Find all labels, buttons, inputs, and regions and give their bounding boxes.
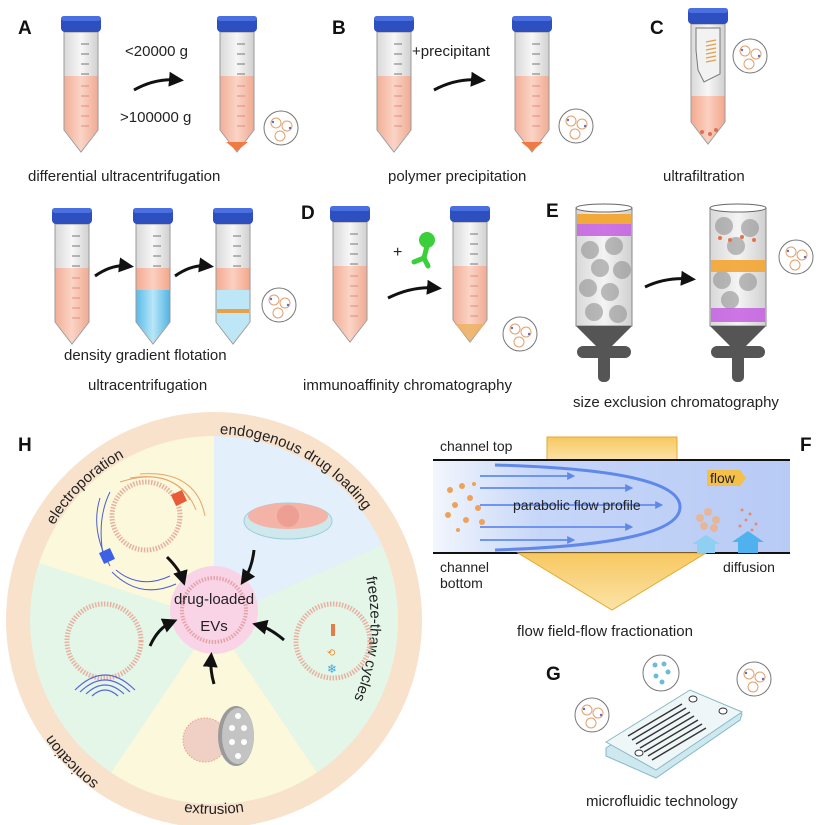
panel-label-b: B <box>332 18 346 39</box>
microfluidic-chip <box>605 689 744 779</box>
tube-before <box>329 205 371 343</box>
center-arrows <box>148 549 285 685</box>
precipitant-label: +precipitant <box>412 43 491 60</box>
panel-label-d: D <box>301 203 315 224</box>
column-before <box>575 203 633 382</box>
panel-label-h: H <box>18 435 32 456</box>
snowflake-icon: ❄ <box>327 662 337 676</box>
caption-density-line2: ultracentrifugation <box>88 377 207 394</box>
panel-label-e: E <box>546 201 559 222</box>
tube-before <box>373 15 415 153</box>
flow-arrow-icon <box>707 470 746 486</box>
tube-after <box>216 15 258 153</box>
caption-d: immunoaffinity chromatography <box>303 377 512 394</box>
arrow-icon <box>174 257 214 278</box>
panel-c: C ultrafiltration <box>650 7 768 185</box>
parabolic-profile-label: parabolic flow profile <box>513 497 641 513</box>
panel-a: A <20000 g >100000 g differential ultrac… <box>18 15 299 185</box>
panel-b: B +precipitant polymer precipitation <box>332 15 594 185</box>
channel-bottom-label-2: bottom <box>440 575 483 591</box>
sector-extrusion <box>111 620 317 804</box>
ultrafiltration-tube <box>687 7 729 145</box>
petri-dish-icon <box>243 502 333 540</box>
sector-freeze-thaw-cycles <box>214 545 398 773</box>
tube-after <box>449 205 491 343</box>
flow-label: flow <box>710 470 736 486</box>
channel-top-label: channel top <box>440 438 513 454</box>
caption-g: microfluidic technology <box>586 793 738 810</box>
panel-h: H electroporation endogenous drug loadin… <box>6 412 422 825</box>
speed-high-label: >100000 g <box>120 109 191 126</box>
panel-d: D + immunoaffinity chromatography <box>301 203 538 394</box>
tube-after <box>511 15 553 153</box>
ev-bubble-icon <box>261 287 297 323</box>
ev-bubble-icon <box>558 108 594 144</box>
caption-density-line1: density gradient flotation <box>64 347 227 364</box>
tube-1 <box>51 207 93 345</box>
panel-g: G microfluidic technology <box>546 654 772 810</box>
caption-e: size exclusion chromatography <box>573 394 779 411</box>
arrow-icon <box>644 270 696 289</box>
arrow-icon <box>133 71 184 92</box>
panel-label-c: C <box>650 18 664 39</box>
particle-cloud <box>445 482 485 532</box>
arrow-icon <box>94 257 134 278</box>
center-label-line1: drug-loaded <box>174 591 254 608</box>
column-after <box>709 203 767 382</box>
channel-bottom-label-1: channel <box>440 559 489 575</box>
ev-bubble-icon <box>574 697 610 733</box>
panel-f: F channel top channel bottom parabolic f… <box>433 435 812 640</box>
tube-before <box>60 15 102 153</box>
parabolic-profile-curve <box>494 463 682 552</box>
panel-label-a: A <box>18 18 32 39</box>
caption-a: differential ultracentrifugation <box>28 168 220 185</box>
tube-3 <box>212 207 254 345</box>
arrow-icon <box>387 279 442 300</box>
caption-f: flow field-flow fractionation <box>517 623 693 640</box>
center-label-line2: EVs <box>200 618 228 635</box>
separation-field-arrow <box>516 552 708 611</box>
diffusion-arrow-icon <box>692 535 720 553</box>
svg-text:⟲: ⟲ <box>327 648 336 659</box>
panel-label-f: F <box>800 435 812 456</box>
particle-bubble-icon <box>642 654 680 692</box>
ev-bubble-icon <box>502 316 538 352</box>
freeze-thaw-illustration: ⟲ ❄ <box>293 601 373 681</box>
ev-bubble-icon <box>778 239 814 275</box>
sector-sonication <box>30 563 215 773</box>
large-particles <box>696 508 720 532</box>
panel-e: E <box>546 201 814 411</box>
caption-c: ultrafiltration <box>663 168 745 185</box>
sector-label-extrusion: extrusion <box>183 799 245 818</box>
panel-density-gradient: density gradient flotation ultracentrifu… <box>51 207 297 394</box>
arrow-icon <box>433 71 486 92</box>
ev-bubble-icon <box>732 38 768 74</box>
thermometer-icon <box>331 624 335 636</box>
ev-bubble-icon <box>736 661 772 697</box>
flow-vectors <box>480 472 664 544</box>
antibody-icon <box>411 232 435 269</box>
caption-b: polymer precipitation <box>388 168 526 185</box>
panel-label-g: G <box>546 664 561 685</box>
ev-bubble-icon <box>263 110 299 146</box>
tube-2 <box>132 207 174 345</box>
sector-electroporation <box>39 436 214 620</box>
diffusion-label: diffusion <box>723 559 775 575</box>
extrusion-illustration <box>182 706 254 766</box>
small-particles <box>738 508 758 532</box>
plus-label: + <box>393 244 402 261</box>
speed-low-label: <20000 g <box>125 43 188 60</box>
diffusion-arrow-icon <box>732 531 764 553</box>
sonication-illustration <box>64 601 144 697</box>
electroporation-illustration <box>96 473 206 591</box>
